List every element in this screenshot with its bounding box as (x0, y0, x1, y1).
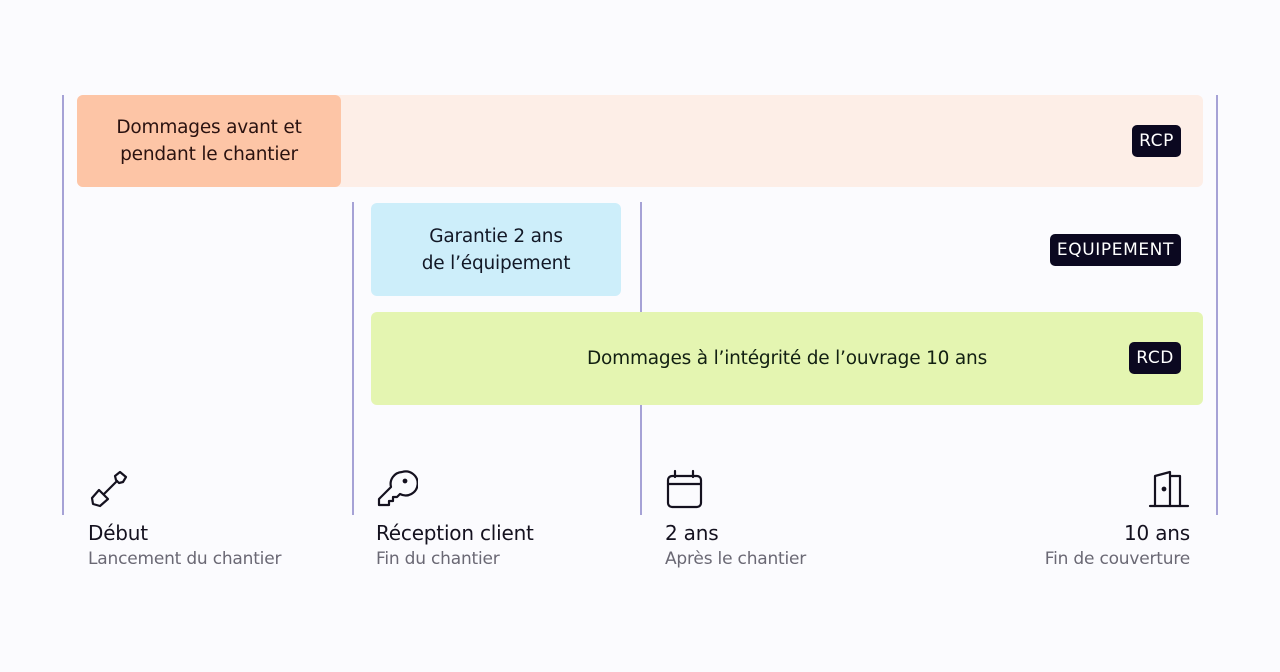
milestone-subtitle: Après le chantier (665, 549, 807, 569)
calendar-icon (666, 469, 703, 509)
milestone-subtitle: Fin du chantier (376, 549, 500, 569)
equipement-label-line2: de l’équipement (421, 252, 571, 274)
timeline-line-start (62, 95, 64, 515)
shovel-icon (90, 470, 128, 508)
timeline-line-reception (352, 202, 354, 515)
milestone-title: Début (88, 521, 148, 545)
milestone-title: 10 ans (1124, 521, 1190, 545)
rcd-coverage-bar (371, 312, 1203, 405)
milestone-subtitle: Lancement du chantier (88, 549, 282, 569)
rcp-label-line2: pendant le chantier (120, 144, 298, 165)
milestone-title: 2 ans (665, 521, 719, 545)
key-icon (377, 470, 418, 507)
milestone-subtitle: Fin de couverture (1044, 549, 1190, 569)
equipement-label-line1: Garantie 2 ans (429, 225, 563, 247)
door-icon (1148, 470, 1190, 508)
milestone-reception-client: Réception client Fin du chantier (376, 468, 534, 569)
rcd-label: Dommages à l’intégrité de l’ouvrage 10 a… (586, 348, 988, 369)
equipement-tag: EQUIPEMENT (1049, 234, 1181, 266)
milestone-2-ans: 2 ans Après le chantier (665, 468, 806, 569)
rcp-label-line1: Dommages avant et (116, 117, 302, 138)
timeline-line-10-years (1216, 95, 1218, 515)
milestone-10-ans: 10 ans Fin de couverture (1045, 468, 1190, 569)
milestone-debut: Début Lancement du chantier (88, 468, 281, 569)
milestone-title: Réception client (376, 521, 534, 545)
rcp-tag: RCP (1132, 125, 1181, 157)
equipement-block: Garantie 2 ans de l’équipement (371, 203, 621, 296)
rcd-tag: RCD (1129, 342, 1181, 374)
rcp-block: Dommages avant et pendant le chantier (77, 95, 341, 187)
